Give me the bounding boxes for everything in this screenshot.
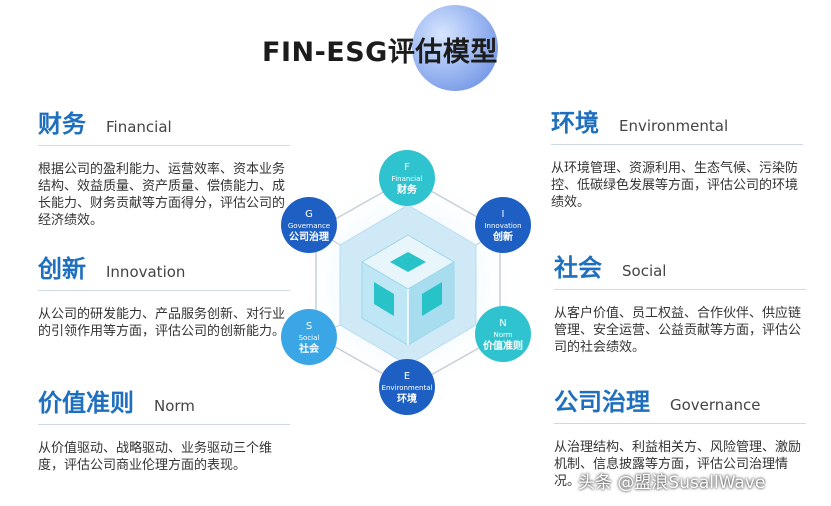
node-innovation: I Innovation 创新: [475, 197, 531, 253]
page-title: FIN-ESG评估模型: [262, 37, 498, 68]
section-norm-subtitle: Norm: [154, 397, 195, 415]
node-norm-en: Norm: [493, 331, 512, 339]
section-financial-header: 财务 Financial: [38, 104, 290, 146]
watermark-text: 头条 @盟浪SusallWave: [578, 473, 766, 493]
title-decoration-circle: [412, 5, 498, 91]
section-environmental-title: 环境: [551, 109, 599, 137]
node-environmental-en: Environmental: [382, 384, 433, 392]
node-governance: G Governance 公司治理: [281, 197, 337, 253]
section-norm-header: 价值准则 Norm: [38, 383, 290, 425]
cube-right-tile: [422, 282, 442, 316]
node-financial: F Financial 财务: [379, 150, 435, 206]
section-financial-subtitle: Financial: [106, 118, 172, 136]
node-environmental: E Environmental 环境: [379, 359, 435, 415]
node-innovation-letter: I: [502, 209, 505, 220]
node-governance-cn: 公司治理: [289, 230, 329, 243]
node-innovation-cn: 创新: [492, 230, 513, 243]
node-governance-circle: [281, 197, 337, 253]
node-financial-en: Financial: [392, 175, 423, 183]
section-governance-header: 公司治理 Governance: [554, 382, 806, 424]
node-norm-cn: 价值准则: [483, 339, 523, 352]
section-financial-title: 财务: [38, 110, 86, 138]
node-norm-circle: [475, 306, 531, 362]
node-social-circle: [281, 309, 337, 365]
section-innovation: 创新 Innovation 从公司的研发能力、产品服务创新、对行业的引领作用等方…: [38, 249, 290, 340]
node-governance-en: Governance: [288, 222, 330, 230]
section-social-subtitle: Social: [622, 262, 667, 280]
node-environmental-letter: E: [404, 371, 410, 382]
section-innovation-text: 从公司的研发能力、产品服务创新、对行业的引领作用等方面，评估公司的创新能力。: [38, 307, 286, 339]
section-governance-title: 公司治理: [554, 388, 650, 416]
node-norm: N Norm 价值准则: [475, 306, 531, 362]
section-innovation-title: 创新: [38, 255, 86, 283]
node-norm-letter: N: [499, 318, 506, 329]
section-social-title: 社会: [554, 254, 602, 282]
section-norm: 价值准则 Norm 从价值驱动、战略驱动、业务驱动三个维度，评估公司商业伦理方面…: [38, 383, 290, 474]
node-social-cn: 社会: [298, 342, 319, 355]
section-financial-text: 根据公司的盈利能力、运营效率、资本业务结构、效益质量、资产质量、偿债能力、成长能…: [38, 162, 286, 228]
section-environmental-subtitle: Environmental: [619, 117, 729, 135]
section-governance-text: 从治理结构、利益相关方、风险管理、激励机制、信息披露等方面，评估公司治理情况。: [554, 440, 802, 489]
section-environmental: 环境 Environmental 从环境管理、资源利用、生态气候、污染防控、低碳…: [551, 103, 803, 211]
node-governance-letter: G: [305, 209, 313, 220]
section-financial: 财务 Financial 根据公司的盈利能力、运营效率、资本业务结构、效益质量、…: [38, 104, 290, 229]
node-social: S Social 社会: [281, 309, 337, 365]
section-social-header: 社会 Social: [554, 248, 806, 290]
section-innovation-subtitle: Innovation: [106, 263, 186, 281]
node-financial-letter: F: [404, 162, 410, 173]
section-environmental-text: 从环境管理、资源利用、生态气候、污染防控、低碳绿色发展等方面，评估公司的环境绩效…: [551, 161, 799, 210]
section-social-text: 从客户价值、员工权益、合作伙伴、供应链管理、安全运营、公益贡献等方面，评估公司的…: [554, 306, 802, 355]
section-environmental-header: 环境 Environmental: [551, 103, 803, 145]
cube-left-tile: [374, 282, 394, 316]
section-governance: 公司治理 Governance 从治理结构、利益相关方、风险管理、激励机制、信息…: [554, 382, 806, 490]
section-innovation-header: 创新 Innovation: [38, 249, 290, 291]
node-innovation-circle: [475, 197, 531, 253]
node-financial-cn: 财务: [396, 183, 418, 196]
node-social-en: Social: [299, 334, 320, 342]
node-financial-circle: [379, 150, 435, 206]
node-environmental-cn: 环境: [397, 392, 417, 405]
node-environmental-circle: [379, 359, 435, 415]
section-norm-title: 价值准则: [38, 389, 134, 417]
node-innovation-en: Innovation: [484, 222, 521, 230]
section-norm-text: 从价值驱动、战略驱动、业务驱动三个维度，评估公司商业伦理方面的表现。: [38, 441, 273, 473]
node-social-letter: S: [306, 321, 312, 332]
section-social: 社会 Social 从客户价值、员工权益、合作伙伴、供应链管理、安全运营、公益贡…: [554, 248, 806, 356]
section-governance-subtitle: Governance: [670, 396, 761, 414]
cube-top-tile: [390, 252, 426, 272]
